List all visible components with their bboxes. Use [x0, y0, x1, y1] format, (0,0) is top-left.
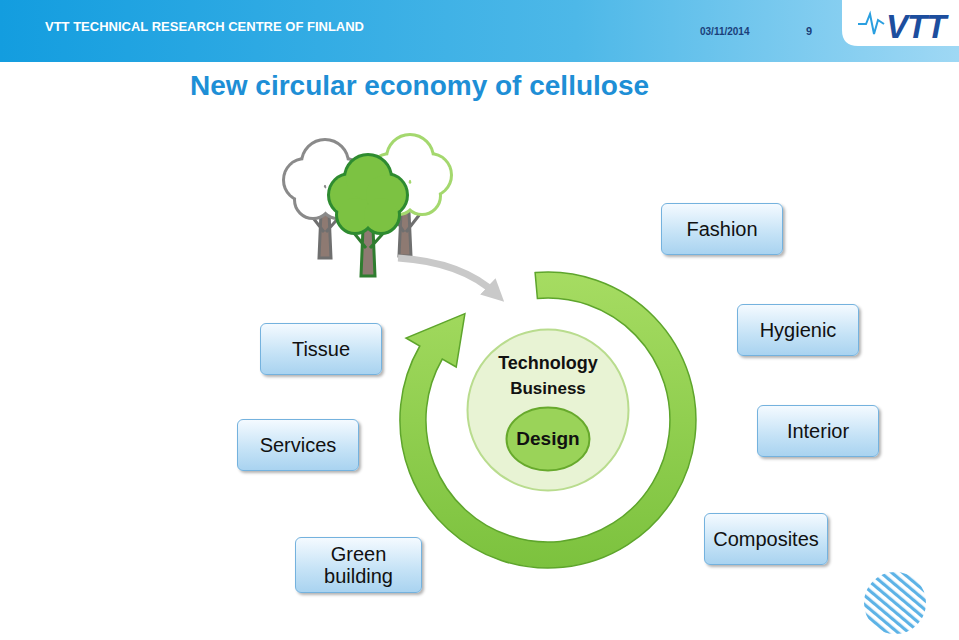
slide-title: New circular economy of cellulose — [190, 70, 649, 102]
application-box: Composites — [704, 513, 828, 565]
header-bar — [0, 0, 959, 62]
application-box: Services — [237, 419, 359, 471]
focus-circle: TechnologyBusinessDesign — [466, 328, 630, 492]
cycle-arrow — [400, 272, 696, 568]
box-label: Fashion — [686, 218, 757, 240]
input-arrow — [398, 258, 496, 294]
circle-label: Design — [505, 428, 591, 450]
header-org: VTT TECHNICAL RESEARCH CENTRE OF FINLAND — [45, 19, 364, 34]
logo-panel — [842, 0, 959, 46]
application-box: Fashion — [661, 203, 783, 255]
globe-logo — [863, 571, 927, 635]
box-label: Interior — [787, 420, 849, 442]
box-label: Tissue — [292, 338, 350, 360]
logo-text: VTT — [886, 8, 945, 46]
globe-rim — [863, 571, 927, 635]
circle-label: Technology — [466, 353, 630, 374]
logo-wave — [858, 14, 884, 34]
header-date: 03/11/2014 — [700, 26, 750, 37]
box-label: Hygienic — [760, 319, 837, 341]
tree-green-center — [330, 156, 406, 276]
application-box: Hygienic — [737, 304, 859, 356]
application-box: Green building — [295, 537, 422, 593]
core-ellipse: Design — [505, 406, 591, 472]
application-box: Tissue — [260, 323, 382, 375]
box-label: Composites — [713, 528, 819, 550]
box-label: Services — [260, 434, 337, 456]
circle-label: Business — [466, 379, 630, 399]
box-label: Green building — [304, 543, 413, 587]
page-number: 9 — [806, 25, 812, 37]
application-box: Interior — [757, 405, 879, 457]
